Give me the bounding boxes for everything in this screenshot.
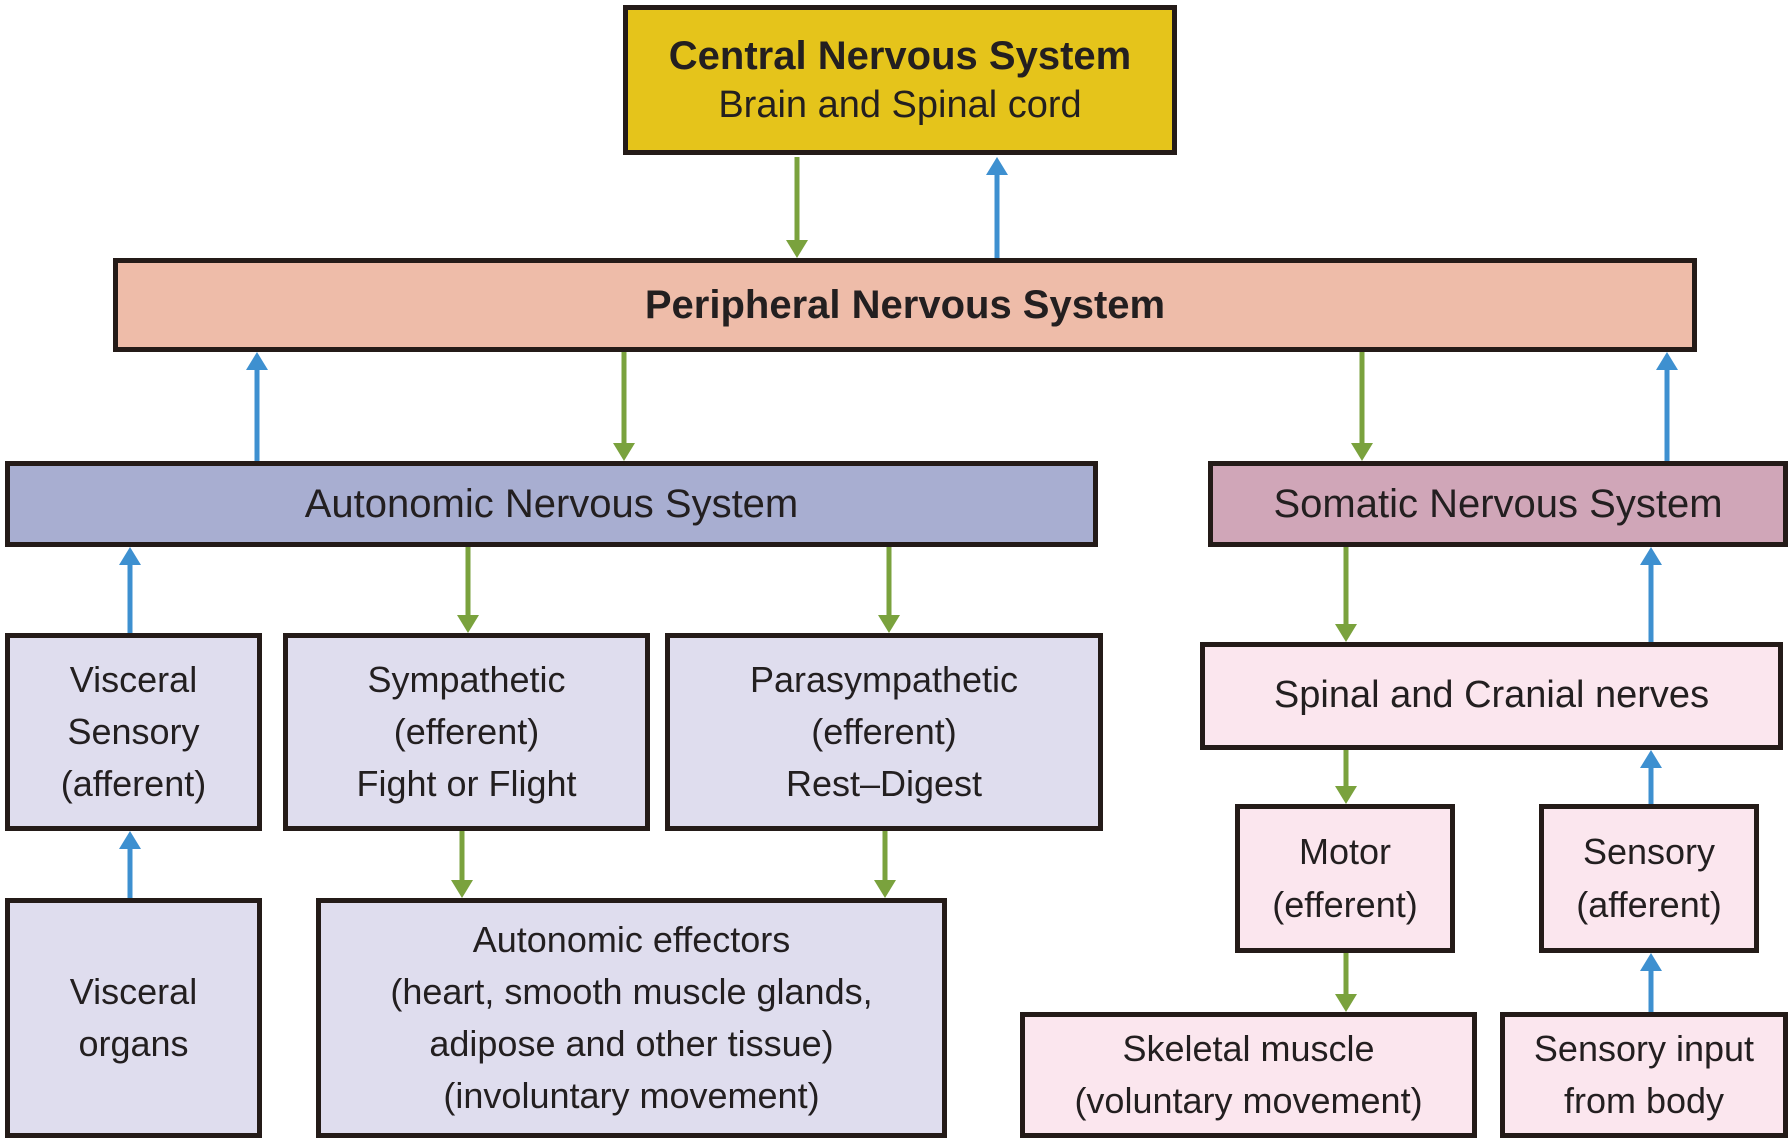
node-somatic-nervous-system: Somatic Nervous System bbox=[1208, 461, 1788, 547]
arrow-shaft bbox=[882, 831, 888, 885]
arrowhead-down-icon bbox=[1335, 624, 1357, 642]
arrow-ans-to-pns-afferent bbox=[245, 352, 269, 461]
arrowhead-up-icon bbox=[246, 352, 268, 370]
node-sensory: Sensory (afferent) bbox=[1539, 804, 1759, 953]
arrowhead-up-icon bbox=[986, 157, 1008, 175]
arrow-parasympathetic-to-effectors-efferent bbox=[873, 831, 897, 898]
arrow-ans-to-sympathetic-efferent bbox=[456, 547, 480, 633]
node-autonomic-effectors: Autonomic effectors (heart, smooth muscl… bbox=[316, 898, 947, 1138]
autonomic-effectors-line: (heart, smooth muscle glands, bbox=[390, 970, 873, 1012]
arrowhead-down-icon bbox=[1335, 786, 1357, 804]
arrow-pns-to-ans-efferent bbox=[612, 352, 636, 461]
visceral-organs-line: organs bbox=[78, 1023, 189, 1064]
arrow-cns-to-pns-efferent bbox=[785, 157, 809, 258]
autonomic-effectors-line: (involuntary movement) bbox=[443, 1075, 820, 1117]
sensory-input-line: from body bbox=[1563, 1080, 1725, 1121]
arrow-shaft bbox=[1343, 547, 1349, 629]
arrow-sns-to-pns-afferent bbox=[1655, 352, 1679, 461]
arrowhead-down-icon bbox=[1335, 994, 1357, 1012]
arrow-sensory-input-to-sensory-afferent bbox=[1639, 953, 1663, 1012]
arrow-shaft bbox=[1648, 763, 1654, 804]
arrow-shaft bbox=[1359, 352, 1365, 448]
arrow-shaft bbox=[1343, 750, 1349, 791]
arrow-pns-to-cns-afferent bbox=[985, 157, 1009, 258]
arrowhead-up-icon bbox=[1640, 953, 1662, 971]
sympathetic-line: Fight or Flight bbox=[356, 763, 577, 805]
sensory-line: (afferent) bbox=[1576, 883, 1722, 925]
arrowhead-down-icon bbox=[613, 443, 635, 461]
skeletal-muscle-line: Skeletal muscle bbox=[1122, 1027, 1375, 1069]
node-visceral-sensory: Visceral Sensory (afferent) bbox=[5, 633, 262, 831]
node-central-nervous-system: Central Nervous System Brain and Spinal … bbox=[623, 5, 1177, 155]
visceral-sensory-line: Visceral bbox=[69, 658, 198, 700]
cns-subtitle: Brain and Spinal cord bbox=[718, 84, 1082, 127]
parasympathetic-line: (efferent) bbox=[811, 710, 957, 752]
pns-title: Peripheral Nervous System bbox=[644, 283, 1166, 327]
arrow-visceral-sensory-to-ans-afferent bbox=[118, 547, 142, 633]
arrow-shaft bbox=[459, 831, 465, 885]
node-skeletal-muscle: Skeletal muscle (voluntary movement) bbox=[1020, 1012, 1477, 1138]
skeletal-muscle-line: (voluntary movement) bbox=[1074, 1080, 1423, 1121]
arrow-shaft bbox=[1343, 953, 1349, 999]
arrowhead-down-icon bbox=[1351, 443, 1373, 461]
arrow-spinal-to-motor-efferent bbox=[1334, 750, 1358, 804]
arrow-visceral-organs-to-visceral-sensory-afferent bbox=[118, 831, 142, 898]
motor-line: (efferent) bbox=[1272, 883, 1418, 925]
arrow-pns-to-sns-efferent bbox=[1350, 352, 1374, 461]
arrow-shaft bbox=[1648, 560, 1654, 642]
arrow-shaft bbox=[794, 157, 800, 245]
arrowhead-down-icon bbox=[874, 880, 896, 898]
arrow-sympathetic-to-effectors-efferent bbox=[450, 831, 474, 898]
ans-title: Autonomic Nervous System bbox=[304, 482, 799, 526]
parasympathetic-line: Parasympathetic bbox=[749, 658, 1019, 700]
arrowhead-up-icon bbox=[119, 547, 141, 565]
sensory-input-line: Sensory input bbox=[1533, 1027, 1755, 1069]
arrow-shaft bbox=[621, 352, 627, 448]
arrow-shaft bbox=[465, 547, 471, 620]
visceral-sensory-line: (afferent) bbox=[60, 763, 207, 805]
arrow-shaft bbox=[127, 844, 133, 898]
sensory-line: Sensory bbox=[1582, 831, 1716, 873]
motor-line: Motor bbox=[1298, 831, 1392, 873]
node-peripheral-nervous-system: Peripheral Nervous System bbox=[113, 258, 1697, 352]
arrowhead-down-icon bbox=[457, 615, 479, 633]
arrowhead-up-icon bbox=[1640, 750, 1662, 768]
node-motor: Motor (efferent) bbox=[1235, 804, 1455, 953]
spinal-cranial-title: Spinal and Cranial nerves bbox=[1273, 674, 1710, 717]
arrowhead-down-icon bbox=[878, 615, 900, 633]
arrow-spinal-to-sns-afferent bbox=[1639, 547, 1663, 642]
arrow-shaft bbox=[1664, 365, 1670, 461]
arrowhead-down-icon bbox=[786, 240, 808, 258]
node-autonomic-nervous-system: Autonomic Nervous System bbox=[5, 461, 1098, 547]
visceral-sensory-line: Sensory bbox=[67, 710, 200, 752]
arrow-shaft bbox=[886, 547, 892, 620]
arrow-motor-to-skeletal-efferent bbox=[1334, 953, 1358, 1012]
arrowhead-up-icon bbox=[1656, 352, 1678, 370]
visceral-organs-line: Visceral bbox=[69, 970, 198, 1012]
node-sensory-input: Sensory input from body bbox=[1500, 1012, 1788, 1138]
node-visceral-organs: Visceral organs bbox=[5, 898, 262, 1138]
arrow-shaft bbox=[1648, 966, 1654, 1012]
arrowhead-up-icon bbox=[1640, 547, 1662, 565]
arrow-shaft bbox=[127, 560, 133, 633]
sns-title: Somatic Nervous System bbox=[1273, 482, 1723, 526]
arrowhead-down-icon bbox=[451, 880, 473, 898]
sympathetic-line: (efferent) bbox=[393, 710, 540, 752]
arrow-shaft bbox=[994, 170, 1000, 258]
node-sympathetic: Sympathetic (efferent) Fight or Flight bbox=[283, 633, 650, 831]
node-parasympathetic: Parasympathetic (efferent) Rest–Digest bbox=[665, 633, 1103, 831]
autonomic-effectors-line: Autonomic effectors bbox=[472, 918, 791, 960]
cns-title: Central Nervous System bbox=[668, 34, 1132, 79]
arrow-sns-to-spinal-efferent bbox=[1334, 547, 1358, 642]
autonomic-effectors-line: adipose and other tissue) bbox=[429, 1023, 834, 1064]
arrow-shaft bbox=[254, 365, 260, 461]
node-spinal-and-cranial-nerves: Spinal and Cranial nerves bbox=[1200, 642, 1783, 750]
sympathetic-line: Sympathetic bbox=[367, 658, 566, 700]
arrow-sensory-to-spinal-afferent bbox=[1639, 750, 1663, 804]
arrowhead-up-icon bbox=[119, 831, 141, 849]
arrow-ans-to-parasympathetic-efferent bbox=[877, 547, 901, 633]
parasympathetic-line: Rest–Digest bbox=[785, 763, 983, 805]
